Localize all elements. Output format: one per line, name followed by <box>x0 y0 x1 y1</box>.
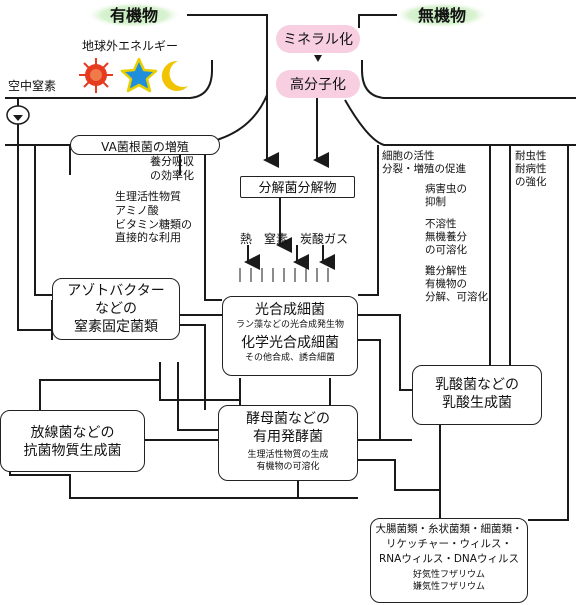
polymer-pill: 高分子化 <box>276 70 360 98</box>
sun-icon <box>79 58 113 93</box>
horizon-left <box>5 60 213 99</box>
resistance: 耐虫性 耐病性 の強化 <box>515 150 547 189</box>
va-label: VA菌根菌の増殖 <box>101 140 189 154</box>
lactic-box: 乳酸菌などの 乳酸生成菌 <box>412 365 542 425</box>
inorganic-glow <box>394 2 490 28</box>
gases-label: 熱 窒素 炭酸ガス <box>240 232 349 246</box>
decomposer-hatch <box>239 268 329 282</box>
va-line <box>204 155 222 301</box>
act-up-link <box>39 379 160 410</box>
left-trunk-a <box>34 145 52 296</box>
mineral-pill: ミネラル化 <box>276 25 360 53</box>
right-col-c <box>528 145 569 521</box>
organic-feed-line <box>187 14 279 168</box>
organic-glow <box>86 2 182 28</box>
hard-decompose: 難分解性 有機物の 分解、可溶化 <box>425 265 488 304</box>
left-trunk-b <box>17 165 52 331</box>
azo-yeast-link-2 <box>177 362 218 431</box>
inorganic-feed-line <box>358 14 397 28</box>
decomposer-box: 分解菌分解物 <box>240 176 355 198</box>
azotobacter-box: アゾトバクター などの 窒素固定菌類 <box>52 278 180 340</box>
yeast-box: 酵母菌などの 有用発酵菌 生理活性物質の生成 有機物の可溶化 <box>218 405 358 481</box>
insoluble-nutrients: 不溶性 無機養分 の可溶化 <box>425 218 467 257</box>
polymer-label: 高分子化 <box>290 77 346 93</box>
horizon-right <box>361 60 576 99</box>
inorganic-title: 無機物 <box>418 6 467 25</box>
moon-icon <box>161 60 188 91</box>
decomposer-label: 分解菌分解物 <box>258 181 337 196</box>
photo-lactic-link <box>358 314 412 391</box>
azo-yeast-link <box>159 362 240 401</box>
star-icon <box>120 57 158 93</box>
organic-title: 有機物 <box>110 6 159 25</box>
yeast-pathogen-link <box>358 459 441 518</box>
energy-label: 地球外エネルギー <box>82 39 179 53</box>
mineral-polymer-arrow <box>314 55 322 62</box>
actinomycete-box: 放線菌などの 抗菌物質生成菌 <box>0 410 145 472</box>
photosynthetic-box: 光合成細菌 ラン藻などの光合成発生物 化学光合成細菌 その他合成、誘合細菌 <box>222 296 358 376</box>
mineral-label: ミネラル化 <box>283 32 353 48</box>
air-nitrogen-label: 空中窒素 <box>8 79 57 93</box>
nutrient-absorption: 養分吸収 の効率化 <box>150 155 194 182</box>
right-col-a <box>358 145 379 296</box>
surface-right <box>344 99 576 146</box>
pathogen-box: 大腸菌類・糸状菌類・細菌類・ リケッチャー・ウィルス・ RNAウィルス・DNAウ… <box>370 518 528 603</box>
va-capsule: VA菌根菌の増殖 <box>70 135 220 155</box>
bioactive-list: 生理活性物質 アミノ酸 ビタミン糖類の 直接的な利用 <box>115 190 192 245</box>
pest-control: 病害虫の 抑制 <box>425 183 467 209</box>
photo-lower-link <box>358 339 381 440</box>
cell-activity: 細胞の活性 分裂・増殖の促進 <box>382 150 466 176</box>
